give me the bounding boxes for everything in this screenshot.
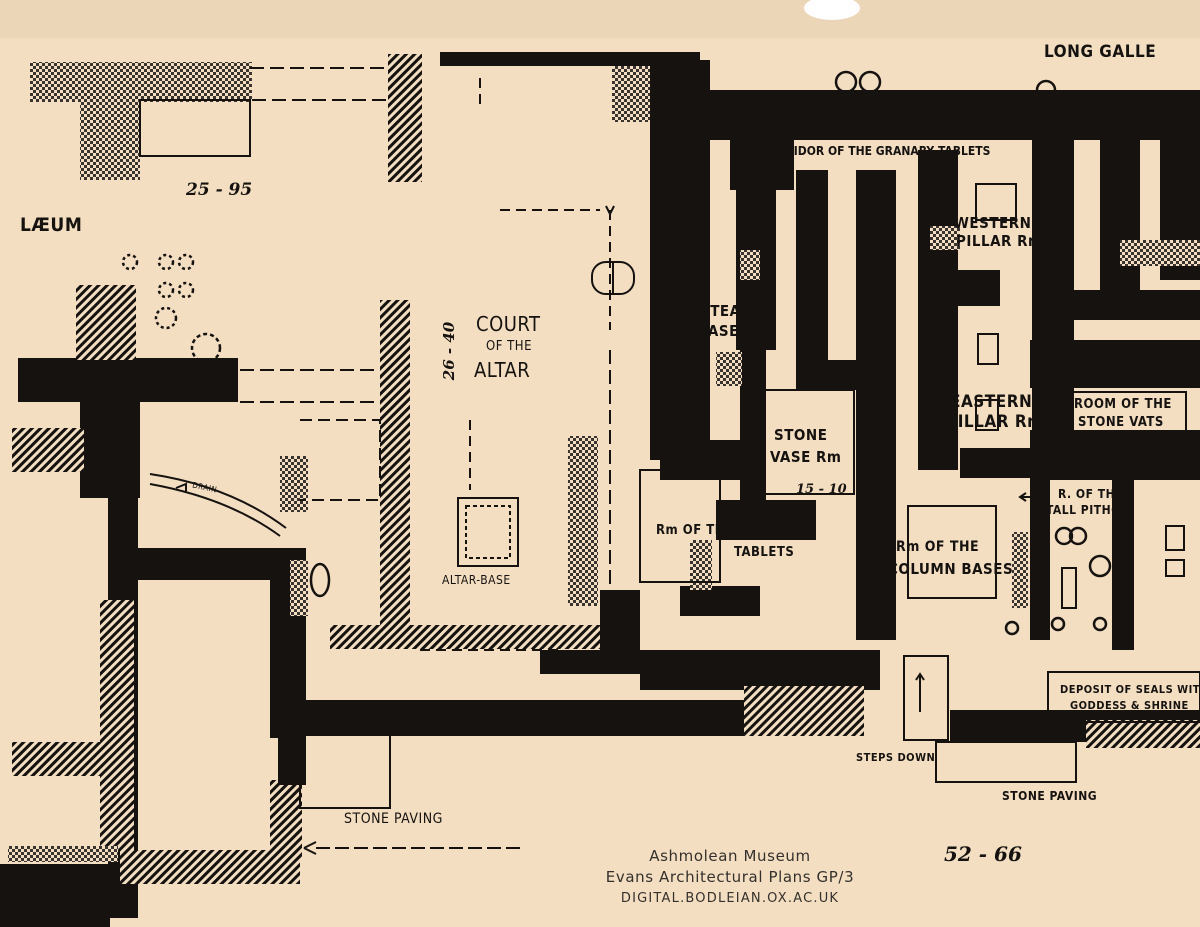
label-court-2: OF THE — [486, 339, 532, 354]
arrows — [175, 205, 1050, 855]
altar-base — [457, 261, 635, 567]
label-court-1: COURT — [476, 312, 541, 336]
label-deposit-of-seals-2: GODDESS & SHRINE — [1070, 699, 1189, 712]
credit-institution: Ashmolean Museum — [649, 847, 811, 865]
paper-worn-top — [0, 0, 1200, 38]
label-stone-vats-room-2: STONE VATS — [1078, 415, 1164, 430]
label-altar-base: ALTAR-BASE — [442, 573, 511, 587]
label-eastern-pillar-room-2: PILLAR Rm — [946, 412, 1044, 432]
label-steatite-vase-room-1: STEATITE — [700, 302, 775, 320]
label-steps-down: STEPS DOWN — [856, 751, 936, 764]
ref-number-bottom: 52 - 66 — [944, 842, 1022, 866]
credit-url: DIGITAL.BODLEIAN.OX.AC.UK — [620, 891, 840, 906]
label-deposit-of-seals-1: DEPOSIT OF SEALS WIT — [1060, 683, 1200, 696]
label-eastern-pillar-room-1: EASTERN — [950, 392, 1033, 412]
label-stone-vats-room-1: ROOM OF THE — [1074, 397, 1172, 412]
label-court-3: ALTAR — [474, 358, 531, 382]
ref-number-top: 25 - 95 — [186, 180, 253, 200]
label-western-pillar-room-2: PILLAR Rm. — [956, 232, 1049, 250]
label-chariot-tablets-room-2: TABLETS — [734, 545, 795, 560]
label-column-bases-room-1: Rm OF THE — [896, 539, 980, 555]
label-low-relief: OW·RELIEF — [2, 899, 74, 913]
ref-number-court: 26 - 40 — [440, 321, 459, 381]
label-steatite-vase-room-2: VASE Rm — [698, 322, 770, 340]
label-tall-pithoi-room-2: TALL PITHO — [1046, 503, 1121, 517]
walls — [0, 52, 1200, 927]
ref-number-stone-vase: 15 - 10 — [796, 482, 847, 497]
room-outlines — [149, 183, 1200, 809]
label-corridor-granary-tablets: CORRIDOR OF THE GRANARY TABLETS — [760, 144, 991, 158]
archive-credit: Ashmolean Museum Evans Architectural Pla… — [560, 846, 900, 909]
label-stone-paving-west: STONE PAVING — [344, 811, 443, 827]
label-chariot-tablets-room-1: Rm OF THE CHARIOT — [656, 523, 801, 538]
column-bases — [121, 70, 1112, 636]
label-column-bases-room-2: COLUMN BASES — [888, 560, 1014, 578]
label-stone-vase-room-2: VASE Rm — [770, 448, 842, 466]
paper-hole — [804, 0, 860, 20]
label-stone-paving-east: STONE PAVING — [1002, 789, 1098, 803]
label-tall-pithoi-room-1: R. OF THE — [1058, 487, 1123, 501]
label-long-gallery: LONG GALLE — [1044, 42, 1157, 62]
label-leum: LÆUM — [20, 214, 83, 236]
label-stone-vase-room-1: STONE — [774, 426, 828, 444]
dashed-outlines — [139, 67, 611, 849]
credit-collection: Evans Architectural Plans GP/3 — [605, 868, 855, 886]
label-western-pillar-room-1: WESTERN — [954, 214, 1032, 232]
